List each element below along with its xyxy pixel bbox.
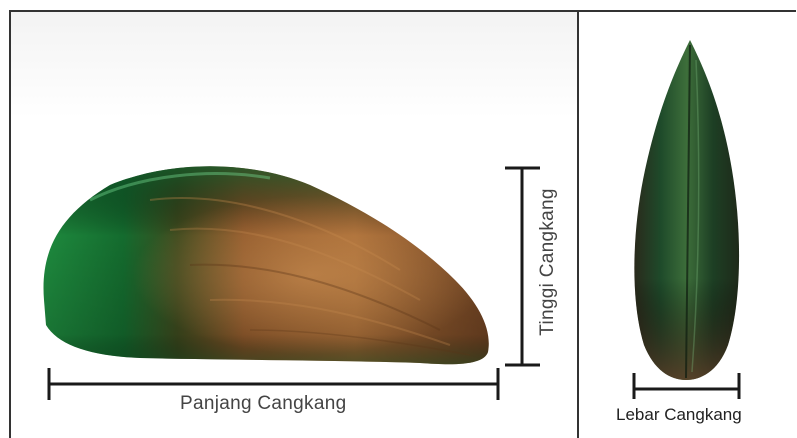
shell-length-label: Panjang Cangkang [180, 393, 346, 415]
mussel-front-view [634, 40, 739, 380]
height-dimension [505, 168, 540, 365]
shell-width-label: Lebar Cangkang [616, 405, 742, 425]
shell-height-label: Tinggi Cangkang [537, 188, 559, 335]
mussel-side-view [44, 166, 489, 364]
